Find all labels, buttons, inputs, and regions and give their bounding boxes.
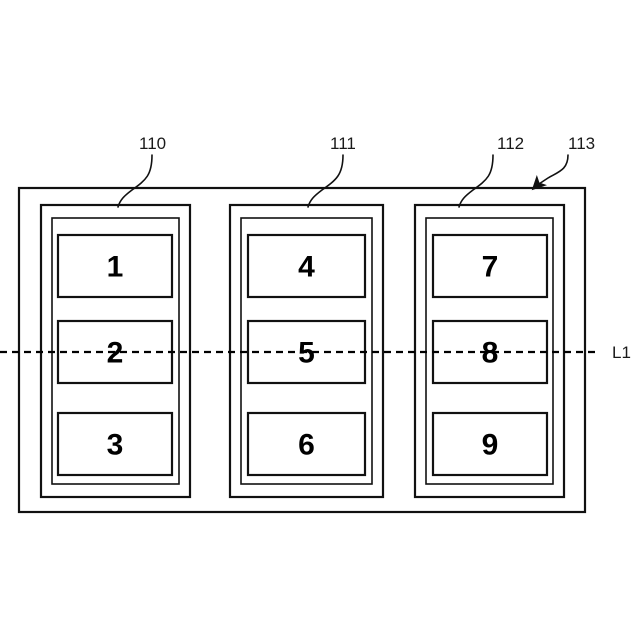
cell-3[interactable] [56,411,174,477]
module-110[interactable] [39,203,192,499]
ref-label-110: 110 [139,134,166,153]
cell-3-label: 3 [107,429,124,462]
ref-label-113: 113 [568,134,595,153]
leader-line-111 [307,154,344,208]
cell-9-label: 9 [482,429,499,462]
ref-label-112: 112 [497,134,524,153]
cell-5-label: 5 [298,337,315,370]
leader-line-110 [117,154,153,208]
cell-2-label: 2 [107,337,124,370]
module-112[interactable] [413,203,566,499]
cell-4-label: 4 [298,251,315,284]
axis-label-l1: L1 [612,343,631,362]
cell-9[interactable] [431,411,549,477]
cell-8-label: 8 [482,337,499,370]
cell-6-label: 6 [298,429,315,462]
cell-7[interactable] [431,233,549,299]
cell-6[interactable] [246,411,367,477]
cell-1-label: 1 [107,251,124,284]
cell-4[interactable] [246,233,367,299]
ref-label-111: 111 [330,134,356,153]
leader-line-112 [458,154,494,208]
cell-7-label: 7 [482,251,499,284]
leader-arrow-113 [531,154,569,191]
cell-1[interactable] [56,233,174,299]
outer-enclosure [17,186,587,514]
